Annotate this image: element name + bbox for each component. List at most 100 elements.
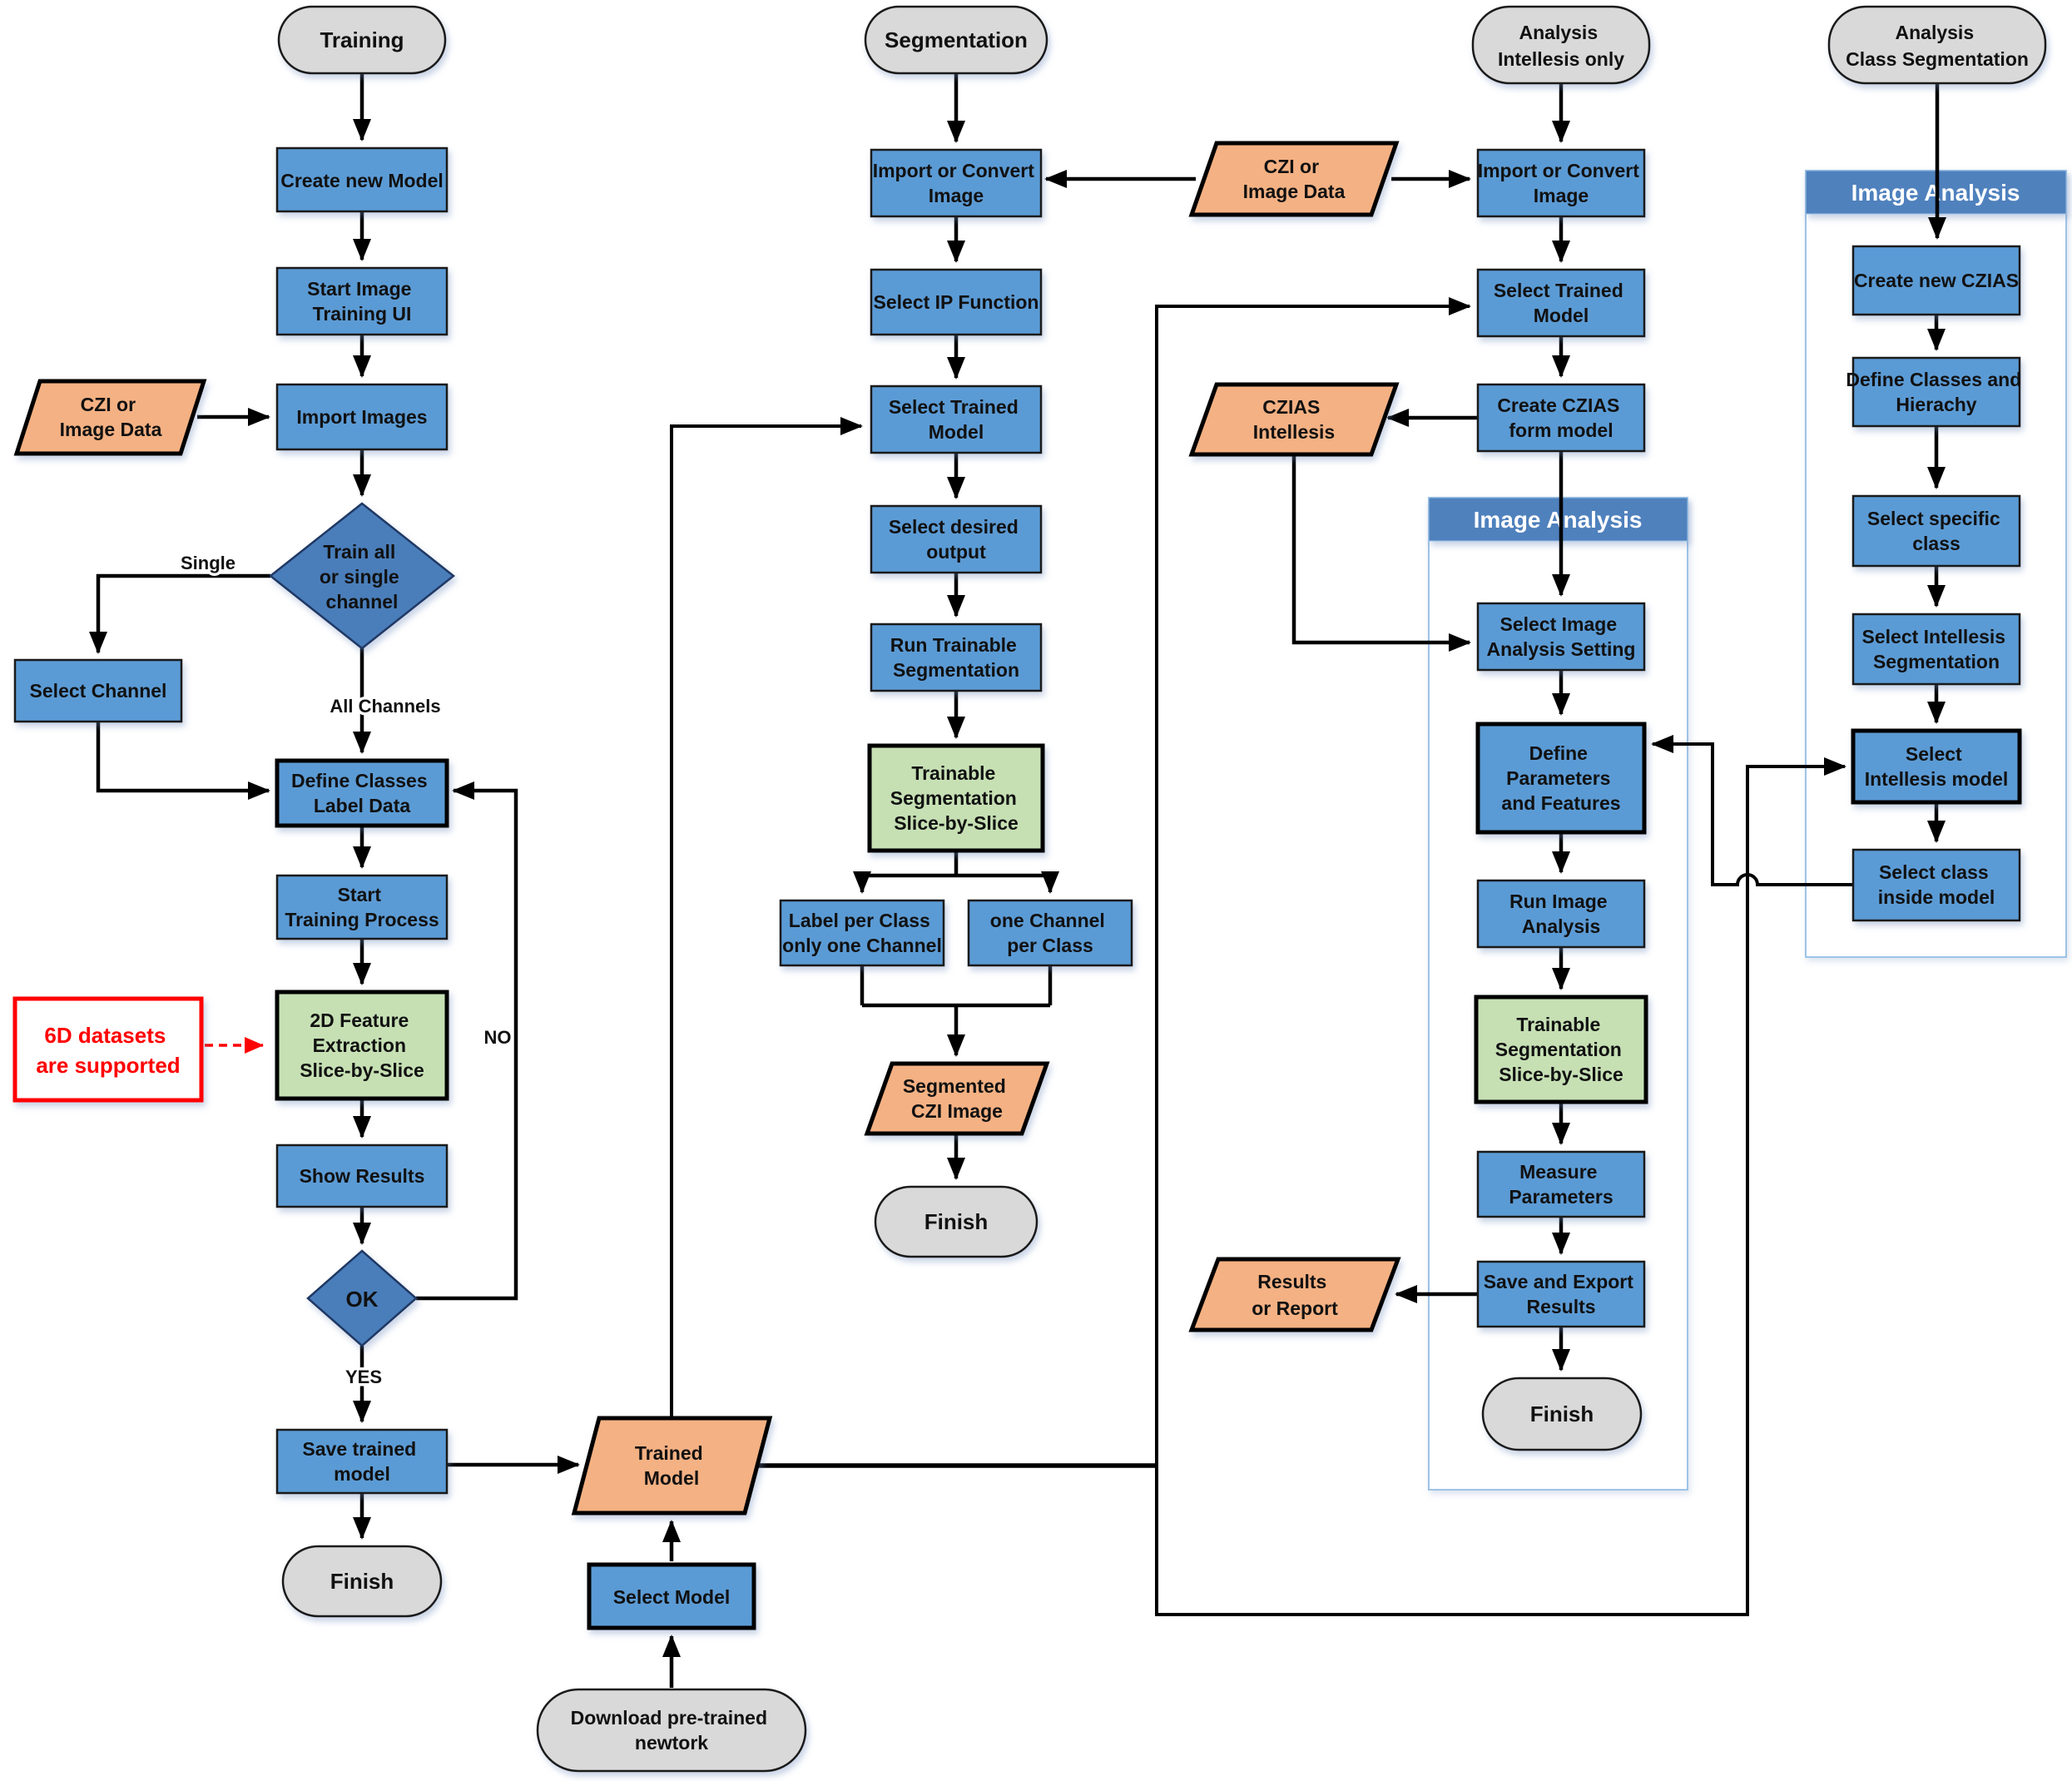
select-channel-label: Select Channel [30,680,167,702]
define-parameters-features-label: Define Parameters and Features [1501,742,1620,814]
node-finish-seg: Finish [874,1185,1038,1258]
node-2d-feature-extraction: 2D Feature Extraction Slice-by-Slice [275,990,449,1101]
select-channel-shape [13,658,183,723]
node-import-images: Import Images [275,383,449,451]
node-one-channel-per-class: one Channel per Class [967,899,1133,967]
trainable-seg-slice-an-shape [1474,995,1648,1104]
finish-training-label: Finish [330,1569,394,1594]
select-ip-function-shape [870,268,1043,336]
node-analysis-intellesis: Analysis Intellesis only [1471,5,1651,85]
results-or-report-shape [1188,1257,1401,1332]
node-training: Training [277,5,447,75]
define-parameters-features-shape [1475,722,1647,835]
node-select-image-analysis-setting: Select Image Analysis Setting [1476,602,1646,672]
select-trained-model-seg-shape [870,384,1043,454]
select-desired-output-shape [870,504,1043,574]
trainable-seg-slice-an-label: Trainable Segmentation Slice-by-Slice [1495,1014,1627,1085]
node-save-trained-model: Save trained model [275,1428,449,1495]
start-training-process-shape [275,874,449,940]
edge-label-all-channels: All Channels [330,696,440,717]
edge-trunk-select-intellesis-model [1155,757,1846,1616]
node-results-or-report: Results or Report [1188,1257,1401,1332]
node-show-results: Show Results [275,1144,449,1208]
node-select-trained-model-an: Select Trained Model [1476,268,1646,338]
node-measure-parameters: Measure Parameters [1476,1150,1646,1218]
ok-decision-shape [306,1249,418,1347]
czi-image-data-2-label: CZI or Image Data [1243,156,1346,202]
train-all-or-single-shape [268,502,456,650]
select-specific-class-label: Select specific class [1867,508,2005,554]
edge-trunk-up-analysis-stm [1155,297,1471,1466]
node-trainable-seg-slice-seg: Trainable Segmentation Slice-by-Slice [867,743,1045,853]
import-or-convert-image-seg-shape [870,148,1043,218]
edge-label-yes: YES [345,1367,382,1387]
show-results-label: Show Results [300,1165,425,1187]
create-new-czias-label: Create new CZIAS [1854,270,2019,291]
select-intellesis-model-shape [1851,728,2022,805]
node-define-parameters-features: Define Parameters and Features [1475,722,1647,835]
select-class-inside-model-shape [1851,848,2021,922]
edge-label-no: NO [484,1027,512,1048]
edge-green-split [862,851,1050,878]
one-channel-per-class-shape [967,899,1133,967]
node-import-or-convert-image-seg: Import or Convert Image [870,148,1043,218]
segmentation-label: Segmentation [885,27,1028,52]
create-czias-form-model-shape [1476,383,1646,453]
create-new-czias-shape [1851,245,2021,316]
node-create-new-model: Create new Model [275,146,449,213]
save-export-results-shape [1476,1260,1646,1328]
select-specific-class-shape [1851,494,2021,568]
start-image-training-ui-shape [275,266,449,336]
import-images-label: Import Images [296,406,427,428]
select-model-shape [587,1562,756,1630]
node-trained-model: Trained Model [571,1416,773,1516]
edge-selectchannel-define [96,722,270,800]
run-trainable-segmentation-shape [870,623,1043,692]
node-segmentation: Segmentation [864,5,1048,75]
training-label: Training [320,27,404,52]
node-select-ip-function: Select IP Function [870,268,1043,336]
select-image-analysis-setting-shape [1476,602,1646,672]
select-model-label: Select Model [613,1586,731,1608]
node-segmented-czi-image: Segmented CZI Image [864,1061,1050,1136]
edge-ok-no-define [416,781,518,1301]
edge-labels: Single All Channels NO YES [177,550,514,1391]
measure-parameters-label: Measure Parameters [1509,1161,1613,1208]
finish-an-shape [1481,1377,1643,1451]
import-or-convert-image-seg-label: Import or Convert Image [873,160,1040,206]
node-select-class-inside-model: Select class inside model [1851,848,2021,922]
node-label-per-class: Label per Class only one Channel [779,899,945,967]
finish-seg-label: Finish [924,1209,989,1234]
download-pretrained-shape [536,1688,807,1773]
edge-diamond-selectchannel [89,573,270,654]
edge-label-single: Single [181,553,235,573]
select-desired-output-label: Select desired output [889,516,1024,563]
results-or-report-label: Results or Report [1252,1271,1338,1319]
select-trained-model-an-label: Select Trained Model [1494,280,1628,326]
finish-an-label: Finish [1530,1401,1594,1426]
create-new-model-label: Create new Model [280,170,444,191]
node-start-image-training-ui: Start Image Training UI [275,266,449,336]
czi-image-data-2-shape [1188,141,1400,217]
train-all-or-single-label: Train all or single channel [320,541,404,613]
import-images-shape [275,383,449,451]
node-select-intellesis-segmentation: Select Intellesis Segmentation [1851,613,2021,686]
node-download-pretrained: Download pre-trained newtork [536,1688,807,1773]
trainable-seg-slice-seg-label: Trainable Segmentation Slice-by-Slice [890,762,1022,834]
edge-trainedmodel-seg-stm [670,417,863,1418]
node-select-intellesis-model: Select Intellesis model [1851,728,2022,805]
edges [89,73,1946,1688]
node-trainable-seg-slice-an: Trainable Segmentation Slice-by-Slice [1474,995,1648,1104]
save-trained-model-label: Save trained model [302,1438,421,1485]
segmented-czi-image-shape [864,1061,1050,1136]
node-run-image-analysis: Run Image Analysis [1476,879,1646,949]
node-select-specific-class: Select specific class [1851,494,2021,568]
trainable-seg-slice-seg-shape [867,743,1045,853]
edge-classinside-defineparams [1651,735,1853,886]
start-image-training-ui-label: Start Image Training UI [307,278,417,325]
label-per-class-shape [779,899,945,967]
analysis-intellesis-shape [1471,5,1651,85]
czi-image-data-1-shape [13,379,207,456]
node-import-or-convert-image-an: Import or Convert Image [1476,148,1646,218]
2d-feature-extraction-label: 2D Feature Extraction Slice-by-Slice [300,1010,424,1081]
